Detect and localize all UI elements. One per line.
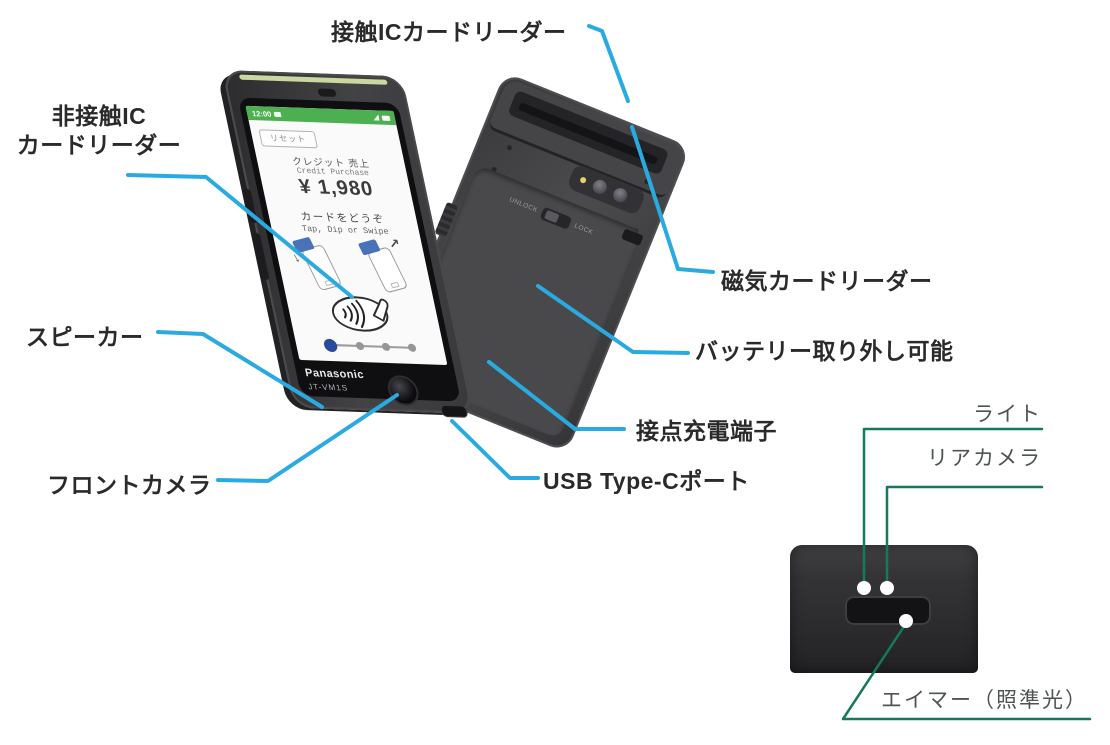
- device-top-inset: [790, 545, 978, 673]
- ic-card-slot: [507, 89, 670, 176]
- reset-button: リセット: [258, 129, 319, 149]
- flash-led-icon: [579, 176, 588, 185]
- pagination-dot: [407, 343, 417, 352]
- status-time: 12:00: [251, 108, 273, 119]
- pagination-dot-active: [322, 338, 339, 352]
- phone-outline-icon: [366, 246, 409, 294]
- contactless-payment-icon: [331, 296, 389, 332]
- sim-icon: [273, 111, 282, 117]
- terminal-screen: 12:00 リセット クレジット 売上 Credit Purchase ¥ 1,…: [245, 105, 448, 366]
- label-charging-contacts: 接点充電端子: [636, 418, 777, 444]
- ic-card-slot-opening: [517, 102, 659, 165]
- label-removable-battery: バッテリー取り外し可能: [695, 338, 954, 364]
- amount-value: ¥ 1,980: [297, 175, 376, 201]
- phone-outline-icon: [300, 244, 343, 292]
- label-contactless-line1: 非接触IC: [51, 103, 147, 129]
- top-led-strip: [238, 74, 388, 85]
- side-button: [242, 188, 258, 224]
- label-usb-type-c: USB Type-Cポート: [543, 468, 750, 494]
- card-usage-illustrations: ↓ ↗: [273, 236, 432, 295]
- label-light: ライト: [973, 403, 1042, 426]
- brand-logo: Panasonic JT-VM1S: [304, 367, 368, 395]
- label-rear-camera: リアカメラ: [927, 447, 1042, 470]
- label-contact-ic-reader: 接触ICカードリーダー: [331, 19, 567, 45]
- label-aimer: エイマー（照準光）: [881, 689, 1088, 712]
- rear-camera-lens-icon: [590, 177, 609, 197]
- label-magnetic-card-reader: 磁気カードリーダー: [721, 268, 933, 294]
- earpiece-sensor: [317, 88, 337, 98]
- terminal-front-view: 12:00 リセット クレジット 売上 Credit Purchase ¥ 1,…: [222, 70, 474, 418]
- pagination: [295, 337, 446, 356]
- pagination-dot: [381, 342, 391, 352]
- rear-camera-lens2-icon: [611, 186, 630, 205]
- usb-type-c-port: [439, 404, 469, 418]
- brand-name: Panasonic: [303, 367, 366, 382]
- label-contactless-ic-reader: 非接触IC カードリーダー: [8, 102, 190, 160]
- screw-icon: [506, 144, 513, 151]
- label-contactless-line2: カードリーダー: [16, 132, 182, 158]
- scanner-window: [845, 596, 931, 625]
- pagination-dot: [355, 341, 365, 351]
- pagination-line: [329, 343, 411, 349]
- side-button: [251, 233, 270, 280]
- lock-slider-knob: [544, 209, 560, 224]
- signal-icon: [372, 114, 380, 121]
- model-number: JT-VM1S: [307, 382, 350, 393]
- label-speaker: スピーカー: [26, 324, 144, 350]
- battery-icon: [381, 115, 391, 121]
- dip-card-illustration: ↓: [289, 236, 350, 292]
- label-front-camera: フロントカメラ: [47, 472, 212, 498]
- leader-contact-ic: [587, 24, 630, 103]
- swipe-card-illustration: ↗: [355, 236, 416, 294]
- contactless-symbol-row: [285, 290, 441, 335]
